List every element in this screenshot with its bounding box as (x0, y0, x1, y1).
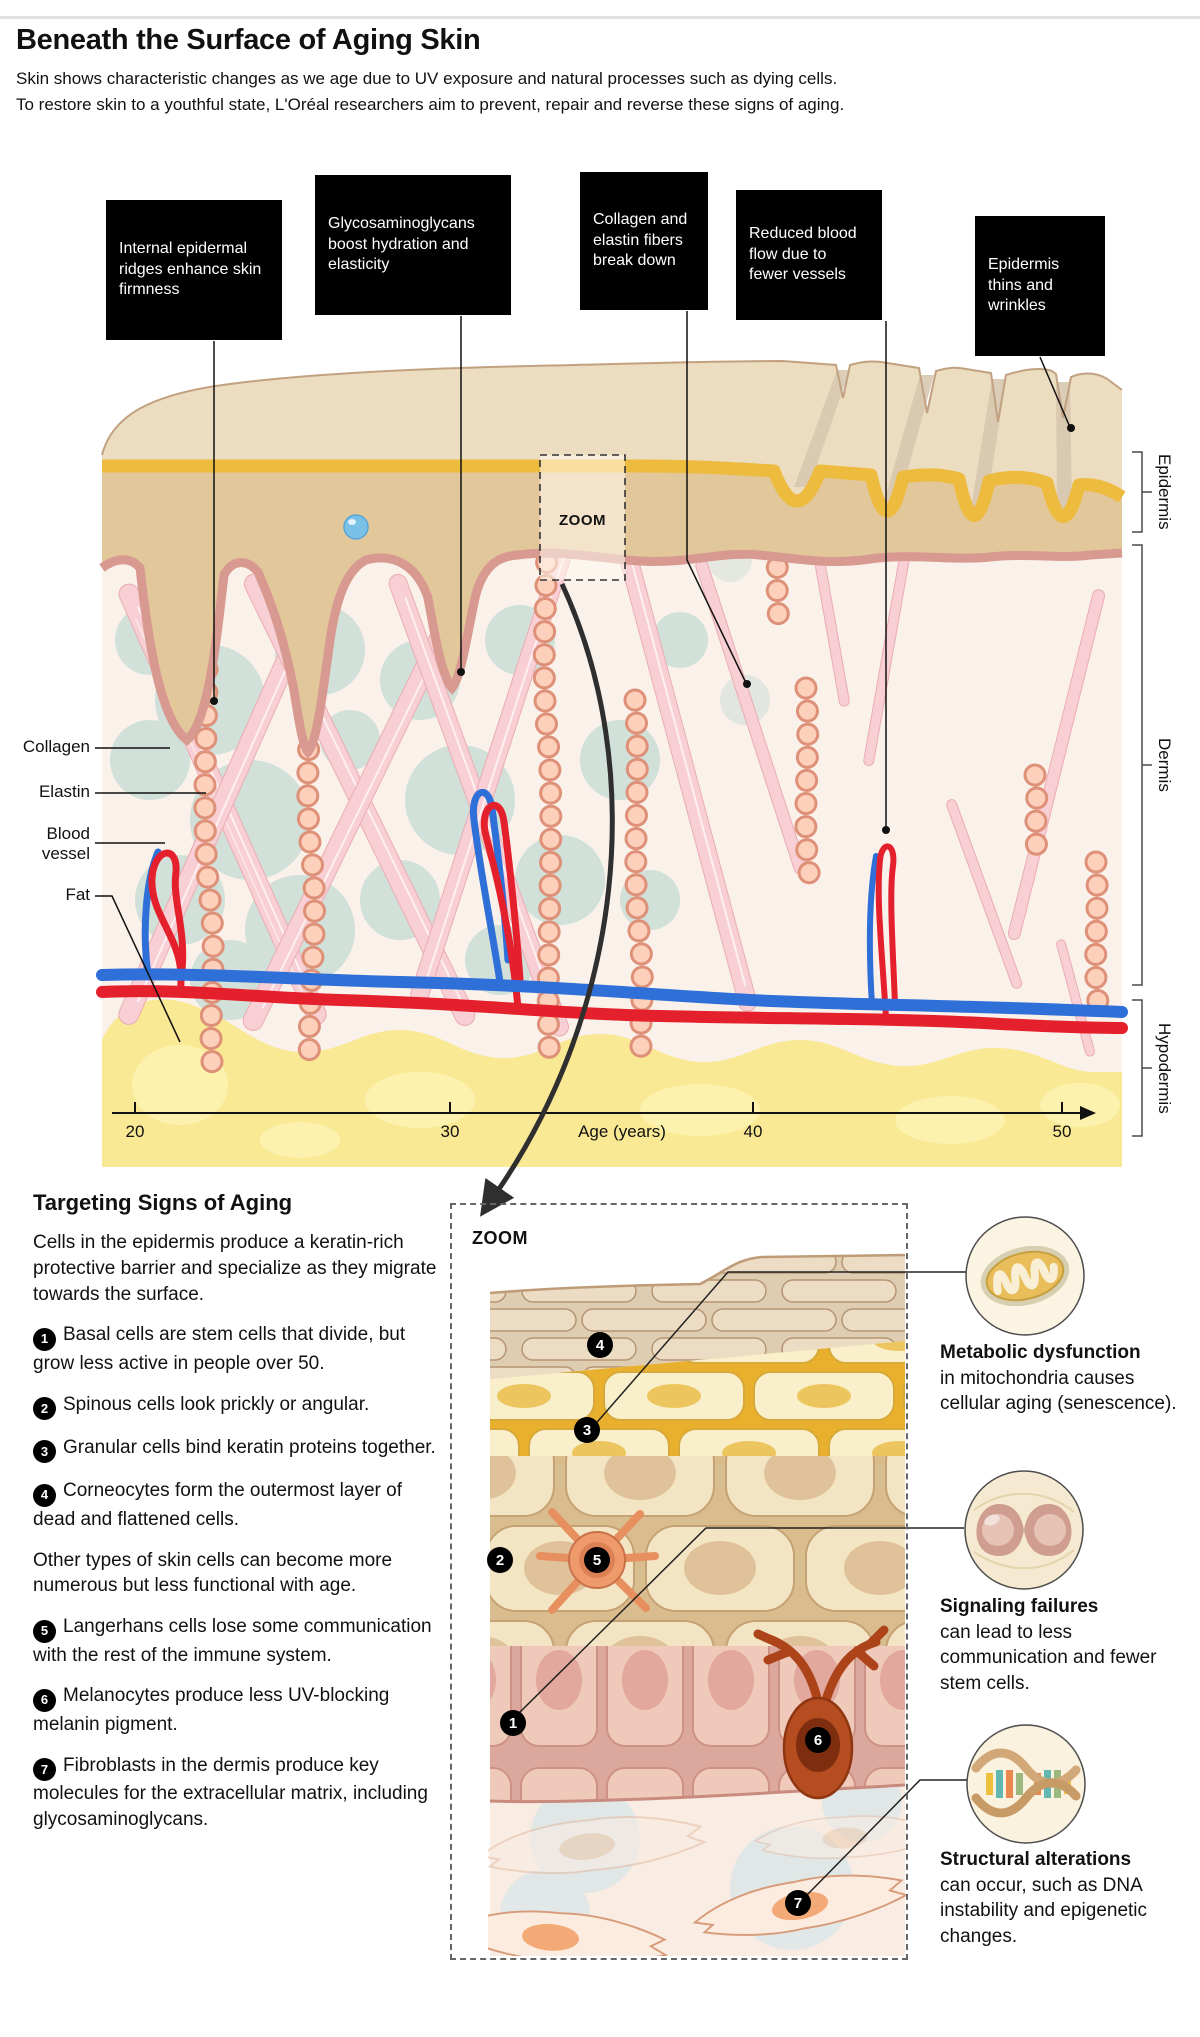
label-hypodermis: Hypodermis (1155, 1022, 1174, 1114)
number-badge: 3 (33, 1440, 56, 1464)
label-dermis: Dermis (1155, 738, 1174, 792)
inset-connector-lines (517, 1271, 968, 1897)
paragraph: Other types of skin cells can become mor… (33, 1549, 393, 1597)
page-intro: Skin shows characteristic changes as we … (16, 69, 845, 114)
inset-structural (966, 1724, 1086, 1844)
zoom-source-box (539, 454, 626, 581)
basement-membrane (99, 548, 1123, 759)
zoom-panel-label: ZOOM (472, 1228, 528, 1248)
callout-leader-lines (213, 311, 1070, 827)
number-badge: 5 (33, 1619, 56, 1643)
figure-badge-5: 5 (584, 1547, 610, 1573)
number-badge: 6 (33, 1688, 56, 1712)
axis-tick-40: 40 (743, 1122, 763, 1141)
number-badge: 1 (33, 1327, 56, 1351)
label-blood-vessel: Blood vessel (41, 824, 90, 863)
mitochondria-icon (980, 1245, 1070, 1307)
figure-badge-2: 2 (487, 1547, 513, 1573)
part-label-lines (95, 747, 206, 1043)
figure-badge-1: 1 (500, 1710, 526, 1736)
figure-badge-4: 4 (587, 1332, 613, 1358)
callout-collagen-elastin: Collagen and elastin fibers break down (580, 172, 708, 310)
axis-label: Age (years) (578, 1122, 666, 1141)
granular-band (102, 459, 1126, 523)
figure-badge-6: 6 (805, 1727, 831, 1753)
figure-badge-3: 3 (574, 1417, 600, 1443)
leader-dots (210, 424, 1075, 834)
collagen-fibers (118, 449, 1106, 1057)
axis-tick-20: 20 (125, 1122, 145, 1141)
section-heading: Targeting Signs of Aging (33, 1190, 293, 1215)
zoom-panel-border (450, 1203, 908, 1960)
dividing-cell-icon (973, 1492, 1075, 1570)
age-axis (112, 1102, 1096, 1120)
callout-glycosaminoglycans: Glycosaminoglycans boost hydration and e… (315, 175, 511, 315)
inset-mitochondria (965, 1216, 1085, 1336)
label-fat: Fat (65, 885, 90, 904)
fibroblast-cells (488, 1815, 907, 1956)
blood-vessels (96, 788, 1128, 1034)
label-elastin: Elastin (38, 782, 90, 801)
number-badge: 2 (33, 1397, 56, 1420)
hydration-bead (343, 514, 369, 540)
top-rule (0, 16, 1200, 19)
number-badge: 4 (33, 1483, 56, 1507)
zoom-panel-artwork (488, 1253, 907, 1956)
inset-signaling (964, 1470, 1084, 1590)
layer-brackets (1132, 451, 1152, 1137)
label-epidermis: Epidermis (1155, 454, 1174, 530)
callout-internal-ridges: Internal epidermal ridges enhance skin f… (106, 200, 282, 340)
label-collagen: Collagen (22, 737, 90, 756)
callout-epidermis-thins: Epidermis thins and wrinkles (975, 216, 1105, 356)
page-title: Beneath the Surface of Aging Skin (16, 24, 481, 56)
zoom-arrow-icon (480, 582, 615, 1217)
skin-surface (101, 359, 1123, 456)
callout-blood-flow: Reduced blood flow due to fewer vessels (736, 190, 882, 320)
zoom-box-label: ZOOM (559, 512, 606, 529)
axis-tick-50: 50 (1052, 1122, 1072, 1141)
dna-icon (971, 1748, 1081, 1818)
stratum-corneum (102, 361, 1122, 517)
paragraph: Cells in the epidermis produce a keratin… (33, 1232, 437, 1305)
aging-text-column: Targeting Signs of Aging Cells in the ep… (33, 1190, 437, 1848)
figure-badge-7: 7 (785, 1890, 811, 1916)
number-badge: 7 (33, 1757, 56, 1781)
axis-tick-30: 30 (440, 1122, 460, 1141)
skin-cross-section (96, 359, 1128, 1167)
